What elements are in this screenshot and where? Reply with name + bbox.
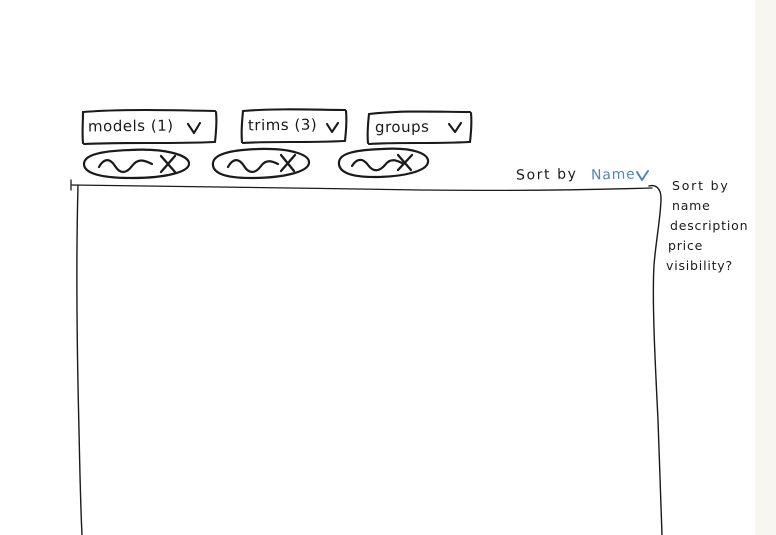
chip-2-outline bbox=[211, 147, 311, 180]
dropdown-groups[interactable] bbox=[367, 111, 472, 145]
page-edge-strip bbox=[755, 0, 776, 535]
chevron-trims bbox=[325, 121, 340, 134]
panel-left-edge bbox=[76, 185, 83, 535]
annotation-title: Sort by bbox=[672, 178, 730, 193]
chip-3-outline bbox=[337, 147, 430, 179]
content-panel bbox=[78, 186, 656, 535]
chip-3-squiggle bbox=[350, 158, 404, 172]
annotation-option-name: name bbox=[672, 198, 711, 213]
dropdown-groups-outline bbox=[366, 110, 473, 146]
chevron-groups bbox=[447, 121, 463, 134]
dropdown-models-outline bbox=[81, 108, 218, 146]
chip-1-remove-icon bbox=[159, 154, 177, 174]
chip-3-remove-icon bbox=[396, 153, 414, 172]
panel-top-edge bbox=[71, 184, 653, 192]
chip-1[interactable] bbox=[84, 148, 190, 179]
chip-2[interactable] bbox=[212, 147, 310, 179]
panel-right-edge bbox=[648, 184, 663, 535]
chip-2-squiggle bbox=[226, 159, 280, 174]
dropdown-models[interactable] bbox=[82, 110, 217, 144]
chip-2-remove-icon bbox=[279, 153, 297, 173]
chip-3[interactable] bbox=[338, 146, 429, 178]
annotation-option-visibility: visibility? bbox=[666, 258, 733, 273]
chevron-models bbox=[186, 121, 202, 135]
chip-1-outline bbox=[82, 148, 191, 180]
chip-1-squiggle bbox=[97, 159, 154, 174]
dropdown-trims[interactable] bbox=[241, 109, 348, 143]
annotation-option-description: description bbox=[670, 218, 749, 233]
dropdown-trims-outline bbox=[240, 108, 348, 145]
sort-by-control[interactable] bbox=[514, 163, 654, 187]
annotation-option-price: price bbox=[668, 238, 704, 253]
